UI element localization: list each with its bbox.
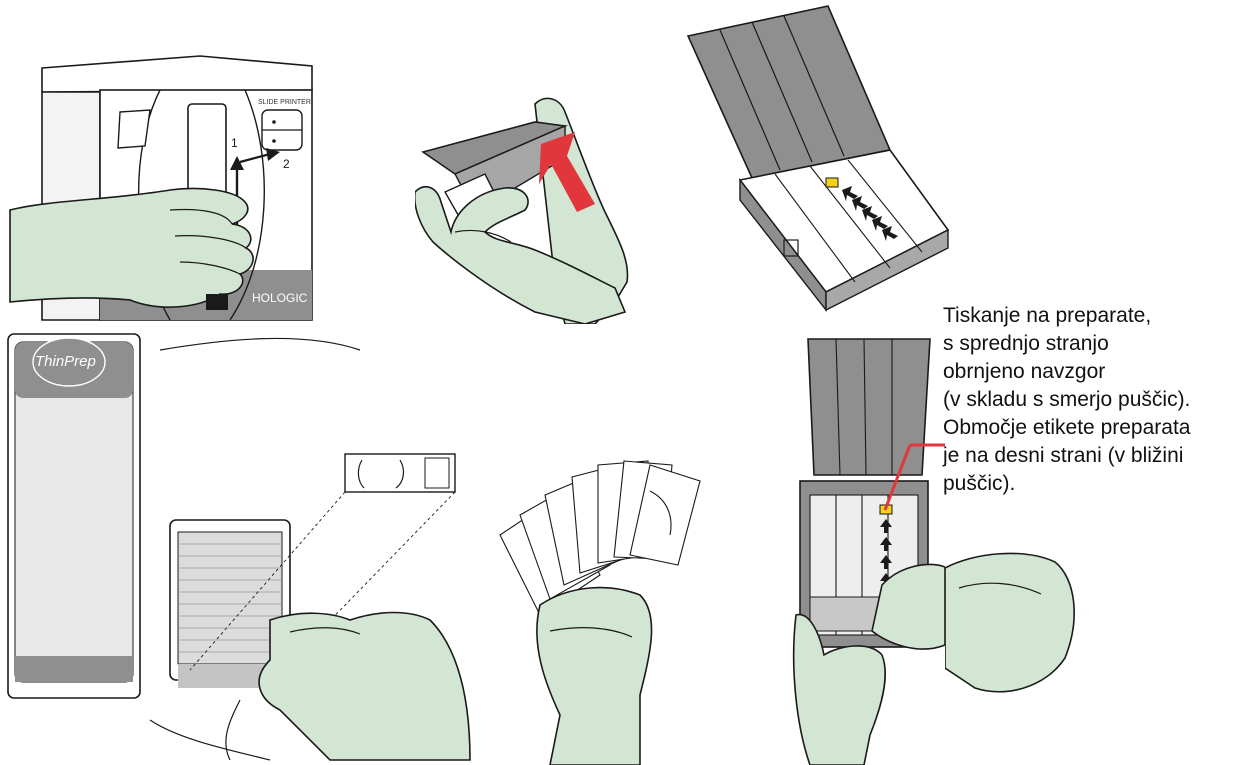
printer-illustration: SLIDE PRINTER 1 2 HOLOGIC (0, 50, 320, 330)
slide-orientation-caption: Tiskanje na preparate, s sprednjo stranj… (943, 302, 1243, 498)
printer-panel-label: SLIDE PRINTER (258, 99, 311, 106)
thinprep-brand-logo: ThinPrep (35, 353, 96, 370)
caption-line-4: (v skladu s smerjo puščic). (943, 386, 1243, 414)
fanned-slides-in-hand (490, 455, 720, 765)
caption-line-2: s sprednjo stranjo (943, 330, 1243, 358)
caption-line-6: je na desni strani (v bližini (943, 442, 1243, 470)
caption-line-5: Območje etikete preparata (943, 414, 1243, 442)
right-glove (945, 548, 1085, 698)
caption-line-1: Tiskanje na preparate, (943, 302, 1243, 330)
arrow-step-1-label: 1 (231, 136, 238, 150)
printer-brand-logo: HOLOGIC (252, 291, 308, 305)
slide-holder-with-zoom (140, 320, 480, 765)
load-slides-cassette (790, 335, 945, 765)
caption-line-3: obrnjeno navzgor (943, 358, 1243, 386)
open-cassette-illustration (415, 92, 640, 324)
arrow-step-2-label: 2 (283, 157, 290, 171)
open-cassette-with-arrows (680, 0, 965, 320)
caption-line-7: puščic). (943, 470, 1243, 498)
thinprep-slide-box: ThinPrep (5, 328, 145, 708)
